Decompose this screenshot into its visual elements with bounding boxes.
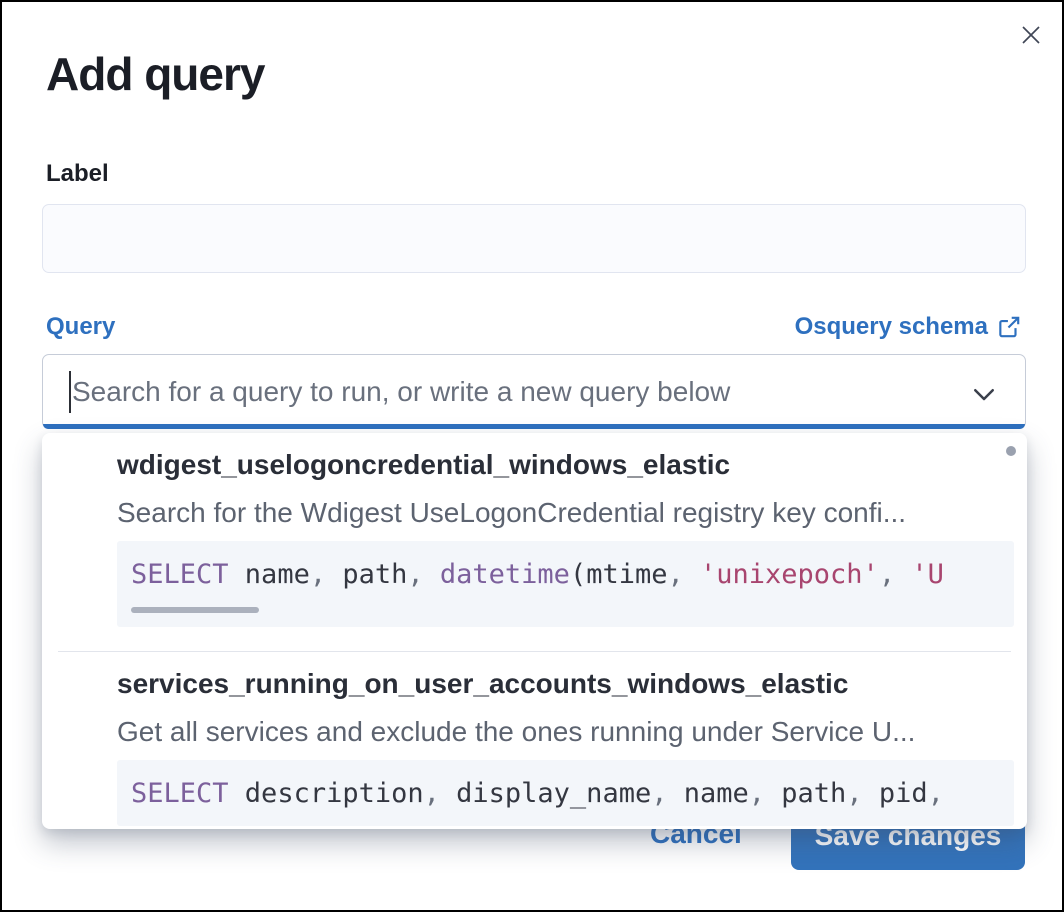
query-option[interactable]: services_running_on_user_accounts_window… <box>42 652 1027 829</box>
chevron-down-icon[interactable] <box>969 379 999 409</box>
sql-token: name <box>683 778 749 809</box>
sql-token: , <box>846 778 879 809</box>
horizontal-scrollbar-thumb[interactable] <box>131 607 259 613</box>
close-icon <box>1020 24 1042 46</box>
sql-token: , <box>748 778 782 809</box>
external-link-icon <box>996 314 1022 340</box>
sql-token: SELECT <box>131 778 229 809</box>
sql-token: path <box>781 778 847 809</box>
modal-title: Add query <box>46 48 265 100</box>
label-field-label: Label <box>46 160 109 187</box>
sql-token: 'unixepoch' <box>700 559 879 590</box>
sql-token: name <box>228 559 310 590</box>
sql-token: display_name <box>456 778 652 809</box>
query-option-name: services_running_on_user_accounts_window… <box>117 668 849 699</box>
osquery-schema-link-label: Osquery schema <box>794 313 988 340</box>
text-cursor <box>69 371 71 413</box>
query-field-label: Query <box>46 313 116 340</box>
sql-line: SELECT description, display_name, name, … <box>131 776 1000 812</box>
sql-token: , <box>927 778 944 809</box>
osquery-schema-link[interactable]: Osquery schema <box>795 312 1022 342</box>
sql-token: description <box>228 778 424 809</box>
sql-token: , <box>878 559 912 590</box>
query-option-name: wdigest_uselogoncredential_windows_elast… <box>117 449 731 480</box>
sql-token: , <box>407 559 440 590</box>
query-option-description: Get all services and exclude the ones ru… <box>117 716 916 747</box>
query-option-sql: SELECT description, display_name, name, … <box>117 760 1014 826</box>
vertical-scrollbar-thumb[interactable] <box>1006 446 1016 456</box>
sql-line: SELECT name, path, datetime(mtime, 'unix… <box>131 557 1000 593</box>
sql-token: ( <box>569 559 587 590</box>
sql-token: 'U <box>911 559 944 590</box>
sql-token: , <box>667 559 700 590</box>
option-divider <box>58 651 1011 652</box>
query-option-sql: SELECT name, path, datetime(mtime, 'unix… <box>117 541 1014 627</box>
query-search-combobox[interactable]: Search for a query to run, or write a ne… <box>42 354 1026 429</box>
query-options-dropdown: wdigest_uselogoncredential_windows_elast… <box>42 433 1027 829</box>
sql-token: pid <box>878 778 928 809</box>
sql-token: , <box>423 778 457 809</box>
query-option-description: Search for the Wdigest UseLogonCredentia… <box>117 497 907 528</box>
sql-token: , <box>309 559 343 590</box>
sql-token: SELECT <box>131 559 229 590</box>
query-search-placeholder: Search for a query to run, or write a ne… <box>72 375 731 407</box>
sql-token: path <box>342 559 408 590</box>
sql-token: mtime <box>586 559 668 590</box>
sql-token: datetime <box>439 559 570 590</box>
close-button[interactable] <box>1014 18 1048 52</box>
label-input[interactable] <box>42 204 1026 273</box>
query-option[interactable]: wdigest_uselogoncredential_windows_elast… <box>42 433 1027 651</box>
sql-token: , <box>651 778 684 809</box>
